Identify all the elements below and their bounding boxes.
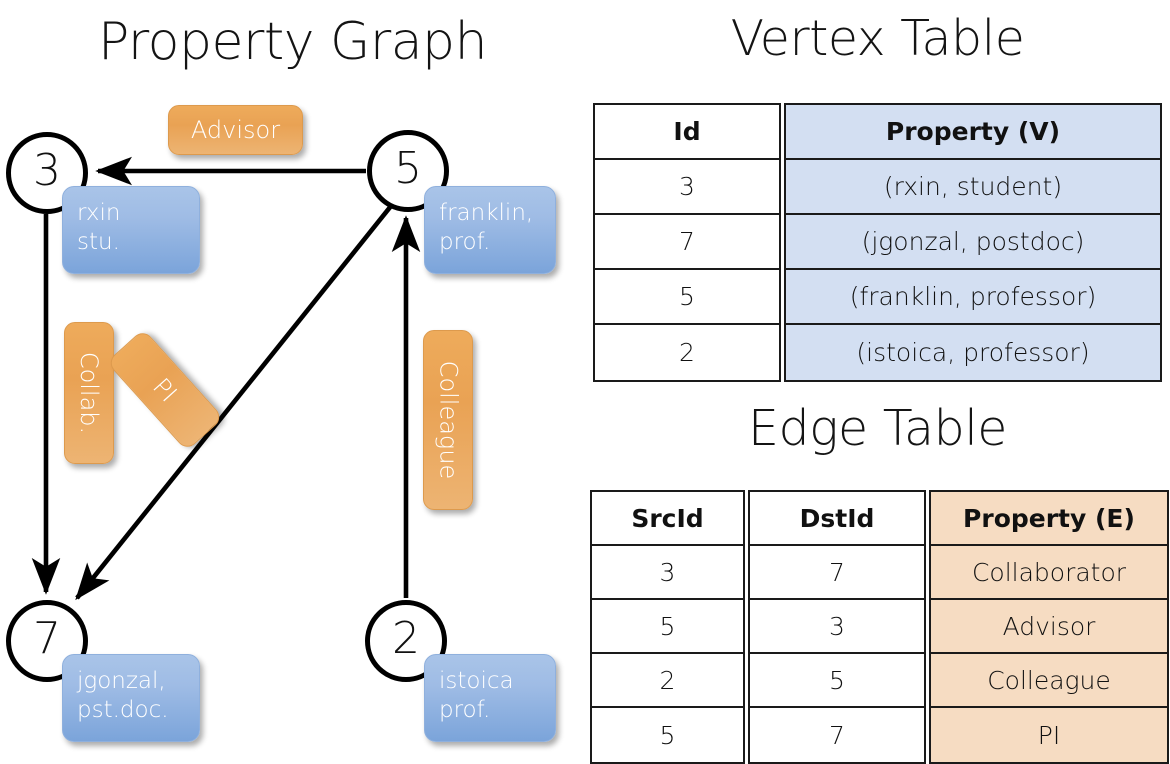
table-header-cell: Id — [595, 105, 779, 160]
edge-label-text: Collab. — [75, 351, 104, 435]
vertex-role: stu. — [77, 228, 120, 255]
edge-label-colleague: Colleague — [423, 330, 473, 510]
page-title-property-graph: Property Graph — [97, 12, 488, 72]
vertex-name: franklin, — [439, 200, 534, 226]
graph-edges — [31, 156, 421, 601]
vertex-name: rxin — [77, 200, 121, 226]
table-cell-srcid: 3 — [592, 546, 743, 600]
table-cell-dstid: 5 — [750, 654, 924, 708]
table-cell-dstid: 7 — [829, 720, 845, 750]
edge-label-text: Colleague — [434, 360, 463, 480]
table-cell-property: (franklin, professor) — [786, 270, 1160, 325]
vertex-table-column-property: Property (V) (rxin, student) (jgonzal, p… — [784, 103, 1162, 382]
edge-table-column-srcid: SrcId 3 5 2 5 — [590, 490, 745, 764]
vertex-role: prof. — [439, 228, 491, 255]
edge-5-to-7 — [75, 204, 393, 601]
table-cell-dstid: 7 — [750, 546, 924, 600]
table-cell-srcid: 2 — [592, 654, 743, 708]
table-cell-property: (rxin, student) — [786, 160, 1160, 215]
table-header-cell: Property (E) — [931, 492, 1167, 546]
edge-label-advisor: Advisor — [168, 105, 303, 155]
vertex-role: prof. — [439, 696, 491, 723]
page-title-vertex-table: Vertex Table — [730, 10, 1025, 67]
table-cell-property: (istoica, professor) — [786, 325, 1160, 380]
table-header-cell: Property (V) — [786, 105, 1160, 160]
graph-node-2[interactable]: 2 — [365, 600, 447, 682]
vertex-table: Id 3 7 5 2 Property (V) (rxin, student) … — [593, 103, 1162, 382]
table-cell-srcid: 5 — [659, 720, 676, 750]
table-cell-id: 2 — [679, 338, 695, 367]
table-header-cell: DstId — [750, 492, 924, 546]
edge-label-text: Advisor — [190, 116, 281, 144]
node-label: 7 — [33, 613, 61, 664]
vertex-name: jgonzal, — [77, 668, 166, 694]
node-label: 2 — [392, 613, 420, 664]
table-header-cell: SrcId — [592, 492, 743, 546]
table-cell-srcid: 5 — [592, 600, 743, 654]
edge-table-column-dstid: DstId 7 3 5 7 — [748, 490, 926, 764]
edge-table-column-property: Property (E) Collaborator Advisor Collea… — [929, 490, 1169, 764]
table-cell-id: 7 — [595, 215, 779, 270]
vertex-property-box-5: franklin, prof. — [424, 186, 556, 274]
vertex-property-box-2: istoica prof. — [424, 654, 556, 742]
page-title-edge-table: Edge Table — [748, 400, 1007, 457]
table-cell-dstid: 3 — [750, 600, 924, 654]
vertex-table-column-id: Id 3 7 5 2 — [593, 103, 781, 382]
graph-node-5[interactable]: 5 — [367, 130, 449, 212]
vertex-property-box-3: rxin stu. — [62, 186, 200, 274]
edge-label-collab: Collab. — [64, 322, 114, 464]
node-label: 5 — [394, 143, 422, 194]
vertex-property-box-7: jgonzal, pst.doc. — [62, 654, 200, 742]
table-cell-property: Collaborator — [931, 546, 1167, 600]
node-label: 3 — [33, 145, 61, 196]
vertex-role: pst.doc. — [77, 696, 169, 723]
table-cell-id: 5 — [595, 270, 779, 325]
vertex-name: istoica — [439, 668, 514, 694]
table-cell-property: Advisor — [931, 600, 1167, 654]
edge-label-text: PI — [147, 372, 183, 408]
table-cell-property: PI — [931, 708, 1167, 762]
table-cell-property: Colleague — [931, 654, 1167, 708]
table-cell-property: (jgonzal, postdoc) — [786, 215, 1160, 270]
table-cell-id: 3 — [595, 160, 779, 215]
edge-table: SrcId 3 5 2 5 DstId 7 3 5 7 Property (E)… — [590, 490, 1169, 764]
